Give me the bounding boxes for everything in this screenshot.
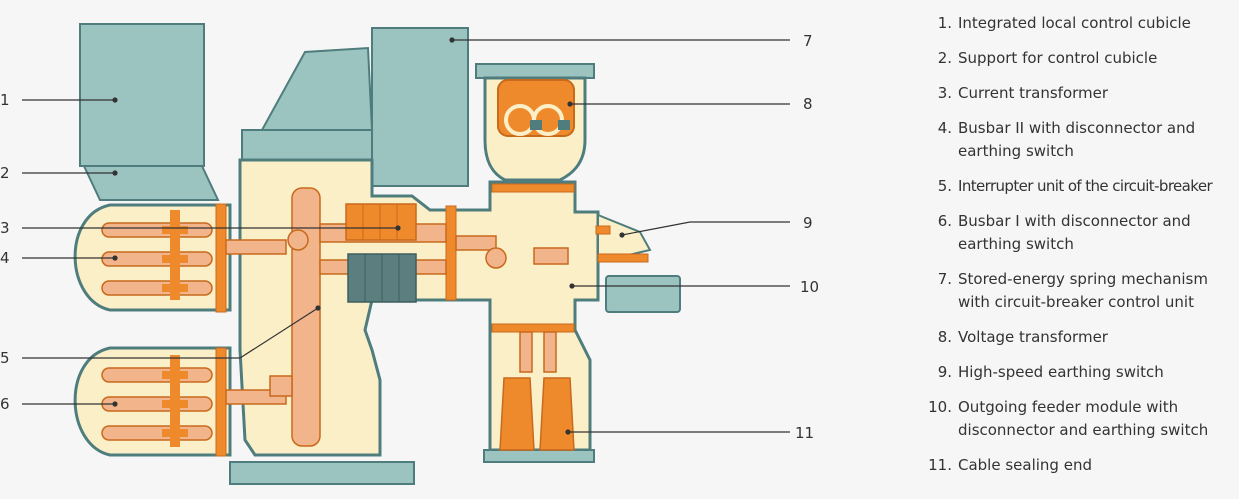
legend-item: 1. Integrated local control cubicle — [918, 12, 1236, 35]
callout-2: 2 — [0, 164, 10, 182]
callout-4: 4 — [0, 249, 10, 267]
legend-item-text: Integrated local control cubicle — [958, 14, 1191, 32]
legend-item-text: Interrupter unit of the circuit-breaker — [958, 177, 1213, 195]
legend-item-number: 11. — [928, 456, 952, 474]
control-cubicle-support — [82, 165, 220, 201]
legend-item-number: 9. — [937, 363, 952, 381]
legend-item-number: 1. — [937, 14, 952, 32]
legend-item-number: 10. — [928, 398, 952, 416]
callout-1: 1 — [0, 91, 10, 109]
earthing-switch-drive — [605, 275, 681, 313]
legend-item: 8. Voltage transformer — [918, 326, 1236, 349]
cable-sealing-end-right — [539, 377, 575, 451]
base-plate — [229, 461, 415, 485]
callout-3: 3 — [0, 219, 10, 237]
conductor-joint — [287, 229, 309, 251]
legend-item-text: Outgoing feeder module with disconnector… — [958, 398, 1209, 439]
legend-item-text: Stored-energy spring mechanism with circ… — [958, 270, 1208, 311]
legend-item: 11. Cable sealing end — [918, 454, 1236, 477]
flanges — [215, 183, 575, 457]
legend-item: 9. High-speed earthing switch — [918, 361, 1236, 384]
current-transformer — [345, 203, 417, 241]
callout-9: 9 — [803, 214, 813, 232]
legend-item-text: Voltage transformer — [958, 328, 1108, 346]
leader-lines — [22, 37, 790, 435]
legend-item-text: Cable sealing end — [958, 456, 1092, 474]
legend-item-text: Busbar I with disconnector and earthing … — [958, 212, 1191, 253]
earthing-switch-housing — [597, 213, 652, 264]
legend-item-text: High-speed earthing switch — [958, 363, 1164, 381]
legend-item-text: Current transformer — [958, 84, 1109, 102]
legend-item-number: 4. — [937, 119, 952, 137]
component-legend: 1. Integrated local control cubicle 2. Sup… — [918, 12, 1236, 489]
legend-item-number: 2. — [937, 49, 952, 67]
local-control-cubicle — [79, 23, 205, 167]
legend-item-number: 3. — [937, 84, 952, 102]
callout-5: 5 — [0, 349, 10, 367]
legend-item: 4. Busbar II with disconnector and earthi… — [918, 117, 1236, 163]
busbar-i-conductors — [101, 367, 213, 441]
legend-item: 10. Outgoing feeder module with disconnec… — [918, 396, 1236, 442]
switchgear-cross-section-diagram: 1 2 3 4 5 6 7 8 9 10 11 — [0, 23, 819, 485]
earthing-switch-contacts — [595, 225, 649, 263]
cable-sealing-base — [483, 449, 595, 463]
feeder-joint — [485, 247, 507, 269]
vt-core — [497, 79, 575, 137]
callout-10: 10 — [800, 278, 819, 296]
legend-item-number: 8. — [937, 328, 952, 346]
vt-cap — [475, 63, 595, 79]
busbar-ii-conductors — [101, 222, 213, 296]
legend-item: 2. Support for control cubicle — [918, 47, 1236, 70]
outgoing-feeder-enclosure — [453, 180, 600, 332]
mechanism-housing — [260, 46, 374, 131]
callout-6: 6 — [0, 395, 10, 413]
legend-item-text: Support for control cubicle — [958, 49, 1158, 67]
busbar-i-disconnectors — [162, 355, 188, 447]
legend-item: 7. Stored-energy spring mechanism with ci… — [918, 268, 1236, 314]
busbar-ii-disconnectors — [162, 210, 188, 300]
legend-item-text: Busbar II with disconnector and earthing… — [958, 119, 1196, 160]
callout-8: 8 — [803, 95, 813, 113]
callout-11: 11 — [795, 424, 814, 442]
legend-item: 3. Current transformer — [918, 82, 1236, 105]
spring-mechanism-cabinet — [371, 27, 469, 187]
cable-sealing-end-left — [499, 377, 535, 451]
legend-item: 6. Busbar I with disconnector and earthin… — [918, 210, 1236, 256]
legend-item: 5. Interrupter unit of the circuit-breake… — [918, 175, 1236, 198]
mechanism-shelf — [241, 129, 373, 163]
legend-item-number: 6. — [937, 212, 952, 230]
legend-item-number: 5. — [937, 177, 952, 195]
legend-item-number: 7. — [937, 270, 952, 288]
callout-7: 7 — [803, 32, 813, 50]
